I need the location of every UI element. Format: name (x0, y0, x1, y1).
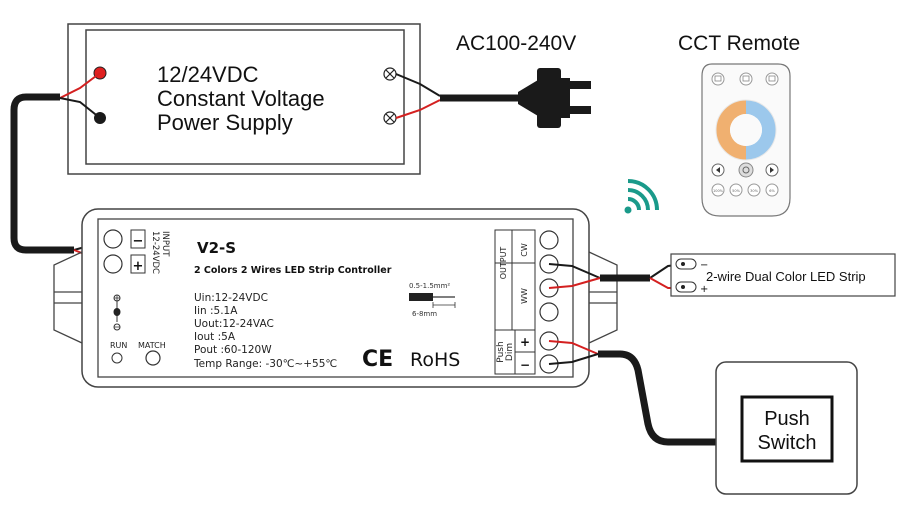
match-button[interactable] (145, 350, 161, 366)
remote-left-arrow-button (711, 163, 725, 177)
push-switch-button[interactable] (740, 395, 834, 463)
spec-iout: Iout :5A (194, 331, 236, 343)
output-label: OUTPUT (499, 247, 508, 280)
controller: − + INPUT 12-24VDC V2-S 2 Colors 2 Wires… (53, 208, 618, 388)
input-plus-sign: + (133, 259, 144, 274)
input-minus-sign: − (133, 234, 144, 249)
cw-lead (548, 263, 601, 279)
led-strip: − + 2-wire Dual Color LED Strip (670, 253, 896, 297)
ac-input-label: AC100-240V (456, 32, 576, 55)
remote-power-button (738, 162, 754, 178)
ac-plug-icon (518, 68, 591, 128)
push-switch-cable (598, 350, 740, 446)
push-plus-lead (548, 340, 599, 355)
remote-preset-1: 100% (713, 189, 724, 193)
push-minus-lead (548, 353, 599, 365)
push-label: Push (496, 341, 506, 362)
remote-preset-2: 50% (732, 189, 740, 193)
power-supply-line-1: 12/24VDC (157, 62, 259, 87)
remote-right-arrow-button (765, 163, 779, 177)
spec-temp-range: Temp Range: -30℃~+55℃ (193, 358, 337, 370)
remote-top-button-3 (765, 72, 779, 86)
controller-left-mount (53, 251, 83, 344)
input-label: INPUT (160, 231, 170, 257)
led-strip-plus: + (700, 284, 708, 295)
spec-uout: Uout:12-24VAC (194, 318, 274, 330)
spec-uin: Uin:12-24VDC (194, 292, 268, 304)
led-strip-body (670, 253, 896, 297)
led-strip-label: 2-wire Dual Color LED Strip (706, 269, 866, 284)
remote-preset-3: 30% (750, 189, 758, 193)
run-indicator (111, 352, 123, 364)
power-supply-body (85, 29, 405, 165)
push-plus-sign: + (520, 335, 530, 349)
controller-face (97, 218, 574, 378)
remote-color-wheel (715, 99, 777, 161)
push-switch-line-1: Push (764, 408, 810, 430)
remote-label: CCT Remote (678, 32, 800, 55)
rohs-mark: RoHS (410, 349, 460, 371)
push-minus-sign: − (520, 358, 530, 372)
strip-length-label: 6-8mm (412, 310, 437, 318)
controller-right-mount (588, 251, 618, 344)
power-supply-ac-terminal-bottom (383, 111, 397, 125)
input-voltage-label: 12-24VDC (150, 231, 160, 274)
controller-subtitle: 2 Colors 2 Wires LED Strip Controller (194, 265, 392, 276)
output-cw-label: CW (520, 243, 529, 257)
push-switch-line-2: Switch (758, 432, 817, 454)
output-terminal-4 (539, 302, 559, 322)
remote-preset-4: 6% (769, 189, 775, 193)
power-supply-line-2: Constant Voltage (157, 86, 325, 111)
controller-model: V2-S (197, 239, 236, 257)
push-switch: Push Switch (715, 361, 858, 495)
input-terminal-positive (103, 254, 123, 274)
match-label: MATCH (138, 341, 166, 350)
ac-black-lead (395, 73, 441, 97)
remote-top-button-2 (739, 72, 753, 86)
power-supply: 12/24VDC Constant Voltage Power Supply (67, 23, 421, 175)
ps-black-lead (59, 97, 101, 119)
output-ww-label: WW (520, 288, 529, 304)
spec-pout: Pout :60-120W (194, 344, 272, 356)
ww-lead (548, 277, 601, 289)
power-supply-ac-terminal-top (383, 67, 397, 81)
ac-red-lead (395, 99, 441, 119)
cct-remote: 100% 50% 30% 6% (701, 63, 791, 217)
input-terminal-negative (103, 229, 123, 249)
remote-top-button-1 (711, 72, 725, 86)
wireless-signal-icon (624, 179, 659, 214)
output-terminal-1 (539, 230, 559, 250)
spec-iin: Iin :5.1A (194, 305, 238, 317)
wire-strip-icon (409, 293, 456, 308)
ce-mark: CE (362, 347, 393, 372)
run-label: RUN (110, 341, 127, 350)
ps-red-lead (59, 72, 101, 99)
ps-to-controller-cable (10, 93, 74, 254)
wire-gauge-label: 0.5-1.5mm² (409, 282, 450, 290)
led-strip-minus: − (700, 260, 708, 271)
remote-preset-row: 100% 50% 30% 6% (711, 183, 779, 197)
dim-label: Dim (505, 343, 515, 361)
power-supply-line-3: Power Supply (157, 110, 293, 135)
status-symbol-icon (113, 294, 121, 331)
